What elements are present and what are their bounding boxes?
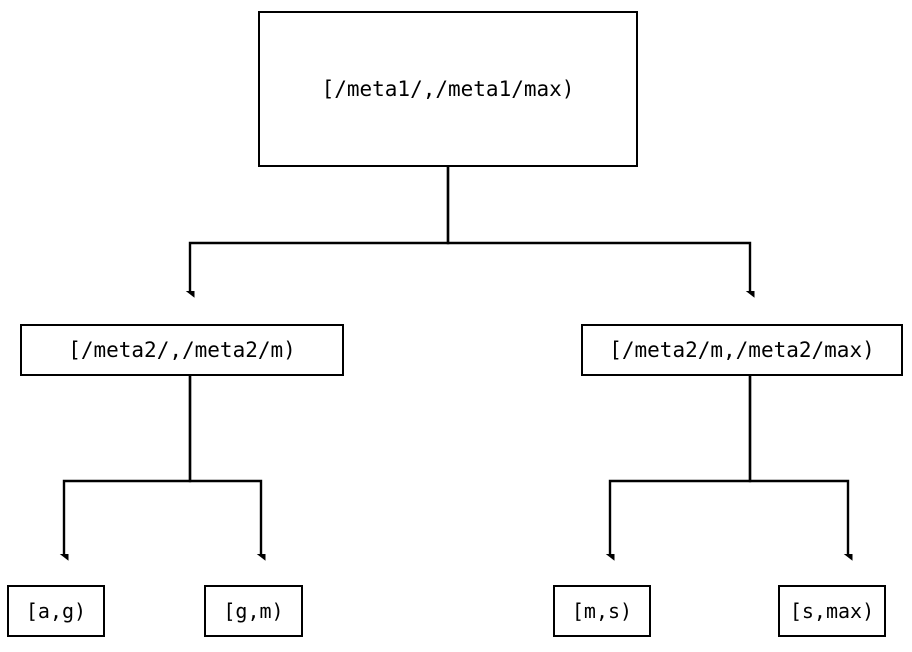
edge-mid-right-to-leaf-smax bbox=[748, 376, 848, 554]
edge-mid-left-to-leaf-gm bbox=[188, 376, 261, 554]
edge-root-to-mid-left bbox=[190, 167, 450, 291]
edge-root-to-mid-right bbox=[446, 167, 750, 291]
edge-mid-left-to-leaf-ag bbox=[64, 376, 192, 554]
node-leaf-a-g[interactable]: [a,g) bbox=[7, 585, 105, 637]
edge-mid-right-to-leaf-ms bbox=[610, 376, 752, 554]
node-mid-right[interactable]: [/meta2/m,/meta2/max) bbox=[581, 324, 903, 376]
node-leaf-s-max[interactable]: [s,max) bbox=[778, 585, 886, 637]
node-leaf-g-m[interactable]: [g,m) bbox=[204, 585, 303, 637]
node-leaf-m-s[interactable]: [m,s) bbox=[553, 585, 651, 637]
node-mid-left[interactable]: [/meta2/,/meta2/m) bbox=[20, 324, 344, 376]
node-root[interactable]: [/meta1/,/meta1/max) bbox=[258, 11, 638, 167]
